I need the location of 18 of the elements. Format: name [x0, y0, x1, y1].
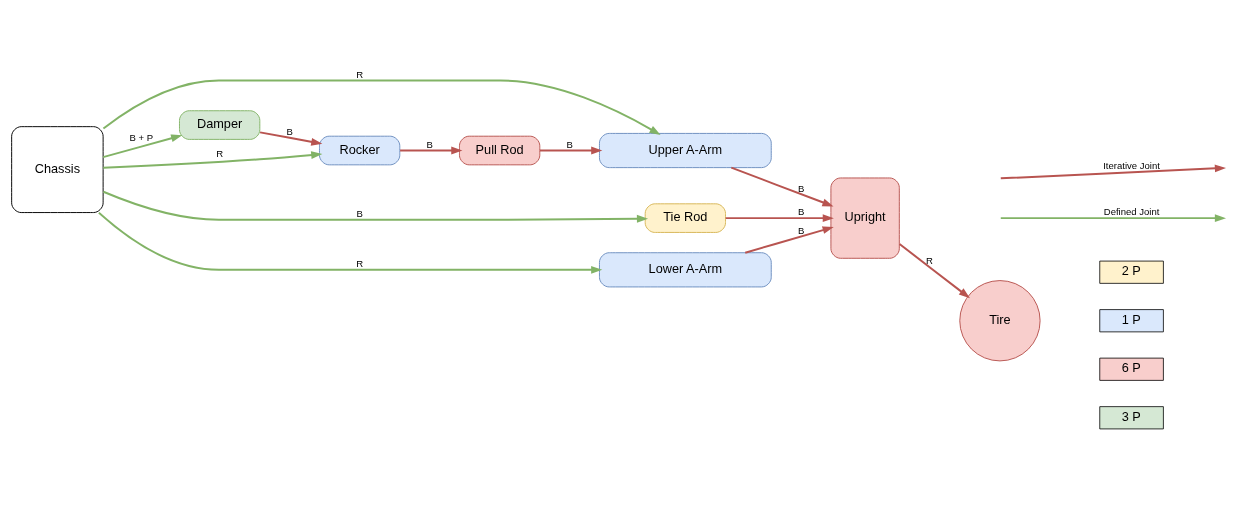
edge-label: R — [216, 147, 224, 159]
edge-label: R — [356, 68, 364, 80]
legend-label: 2 P — [1121, 262, 1141, 278]
legend-label: Defined Joint — [1103, 205, 1160, 217]
edge-label: B — [797, 205, 805, 217]
edge-label: B — [356, 207, 363, 219]
edge-label: B — [426, 138, 433, 150]
edge-label: B — [566, 138, 573, 150]
edge-label: B — [797, 224, 805, 236]
legend-label: Iterative Joint — [1103, 158, 1160, 170]
edge-label: R — [926, 254, 933, 266]
edge-label: B + P — [129, 131, 154, 143]
legend-label: 6 P — [1121, 359, 1141, 375]
edge-label: B — [286, 125, 293, 137]
legend-label: 1 P — [1121, 311, 1141, 327]
legend-label: 3 P — [1121, 408, 1141, 424]
edge-label: R — [356, 257, 364, 269]
edge-label: B — [797, 182, 805, 194]
